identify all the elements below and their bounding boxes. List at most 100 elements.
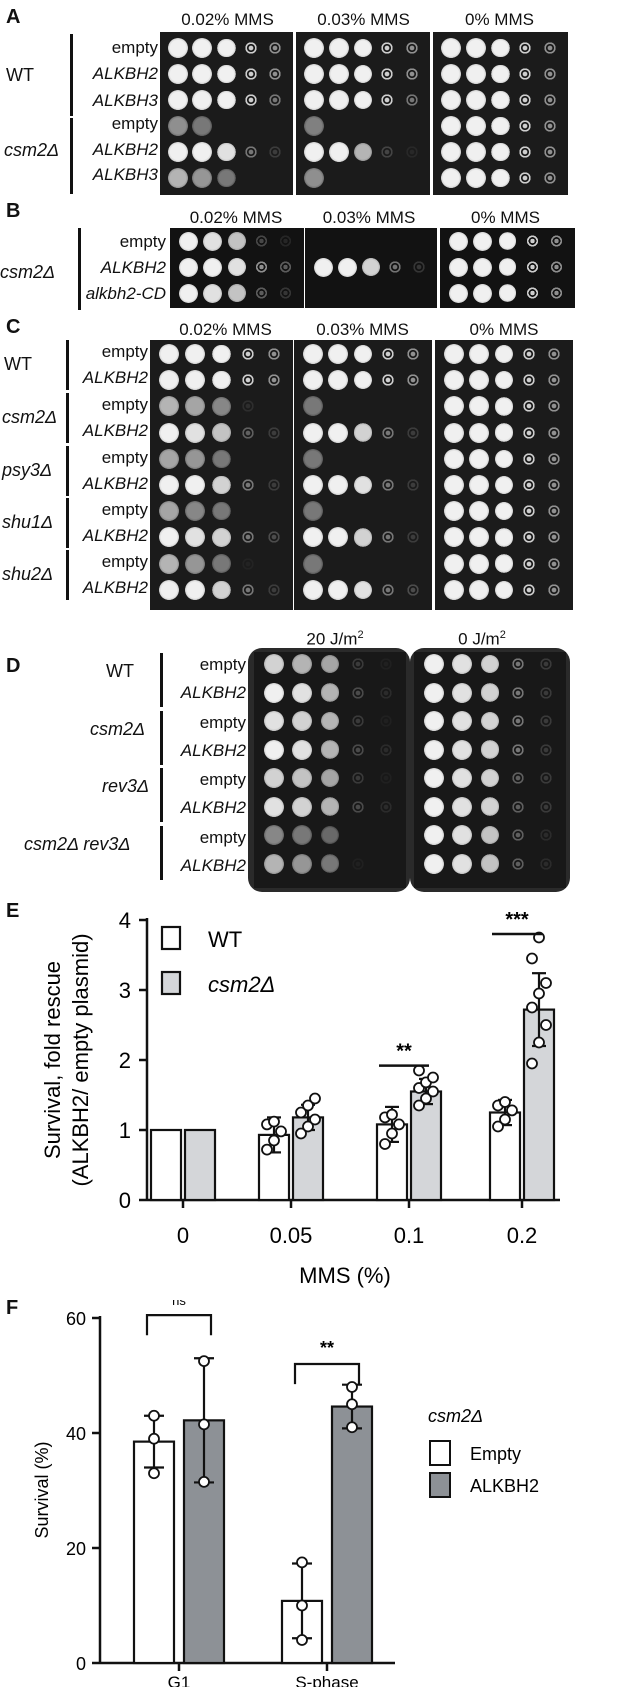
colony-spot [541,66,558,82]
colony-spot [546,372,563,389]
data-point [268,1134,280,1147]
colony-spot [304,168,325,188]
colony-spot [510,713,526,729]
colony-spot [403,40,420,56]
colony-spot [253,285,269,301]
panel-c-row-label: ALKBH2 [82,578,148,597]
panel-b-condition-1: 0.02% MMS [189,208,283,227]
colony-spot [203,231,223,251]
colony-spot [304,116,325,136]
colony-spot [546,555,563,572]
legend-label: WT [208,927,242,952]
colony-spot [468,448,489,469]
colony-spot [302,579,323,600]
panel-b-plate-3 [440,228,575,308]
x-tick-label: 0.05 [270,1223,313,1248]
colony-spot [217,64,236,84]
colony-spot [538,713,554,729]
colony-spot [159,475,180,495]
data-point [413,1064,425,1077]
data-point [393,1118,405,1131]
x-axis-label: MMS (%) [299,1263,391,1288]
colony-spot [403,66,420,82]
colony-spot [292,682,312,703]
colony-spot [443,448,464,469]
colony-spot [212,397,231,416]
colony-spot [405,372,422,389]
colony-spot [480,768,500,788]
colony-spot [212,344,231,364]
colony-spot [337,257,357,277]
colony-spot [192,168,213,188]
colony-spot [192,90,213,110]
colony-spot [494,344,514,364]
panel-c-row-label: empty [101,500,148,519]
colony-spot [424,682,444,703]
colony-spot [264,825,284,845]
colony-spot [292,853,312,874]
colony-spot [320,711,340,731]
data-point [420,1092,432,1105]
panel-c-row-label: ALKBH2 [82,474,148,493]
colony-spot [387,259,403,275]
panel-a-condition-3: 0% MMS [465,10,534,29]
colony-spot [510,770,526,786]
colony-spot [192,116,213,136]
colony-spot [424,825,444,845]
colony-spot [379,40,396,56]
panel-b-condition-2: 0.03% MMS [322,208,416,227]
colony-spot [465,116,486,136]
panel-d-condition-1: 20 J/m2 [306,629,364,649]
colony-spot [212,580,231,599]
panel-a-genotype-csm2: csm2Δ [4,140,60,160]
colony-spot [327,579,348,600]
panel-letter-c: C [6,316,21,338]
colony-spot [468,501,489,522]
colony-spot [242,66,259,82]
data-point [499,1113,511,1126]
colony-spot [327,475,348,495]
colony-spot [159,422,180,443]
colony-spot [264,768,284,788]
panel-c-row-label: ALKBH2 [82,526,148,545]
y-axis-label-line1: Survival, fold rescue [40,961,65,1159]
colony-spot [328,38,349,58]
legend-swatch [429,1440,451,1466]
colony-spot [320,797,340,816]
colony-spot [443,475,464,495]
colony-spot [510,741,526,758]
colony-spot [159,448,180,469]
colony-spot [468,422,489,443]
colony-spot [304,64,325,84]
colony-spot [541,92,558,108]
colony-spot [424,768,444,788]
colony-spot [350,855,366,872]
colony-spot [538,798,554,815]
colony-spot [468,370,489,391]
colony-spot [168,168,189,188]
colony-spot [510,684,526,701]
colony-spot [350,741,366,758]
colony-spot [441,168,462,188]
panel-c-row-label: empty [101,395,148,414]
colony-spot [168,90,189,110]
colony-spot [424,796,444,817]
data-point [526,1001,538,1014]
colony-spot [350,656,366,672]
colony-spot [443,422,464,443]
legend-label: csm2Δ [208,972,275,997]
colony-spot [465,142,486,162]
colony-spot [212,502,231,521]
significance-label: ** [396,1041,412,1063]
panel-c-genotype: shu1Δ [2,512,54,532]
colony-spot [203,257,223,277]
colony-spot [521,477,538,493]
data-point [533,1036,545,1049]
colony-spot [480,825,500,845]
colony-spot [448,231,468,251]
panel-b-row-label: ALKBH2 [100,258,166,277]
colony-spot [302,527,323,548]
colony-spot [448,283,468,303]
colony-spot [185,448,206,469]
colony-spot [185,553,206,574]
